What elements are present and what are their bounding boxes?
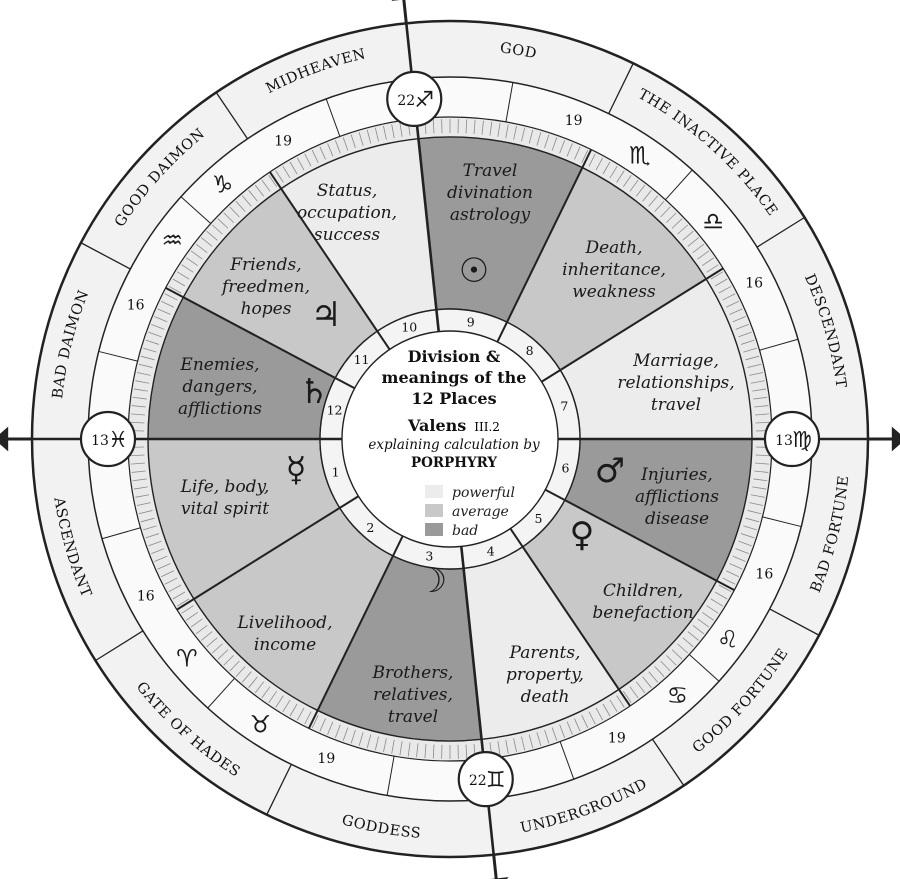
house-number-5: 5 xyxy=(534,511,542,526)
house-number-11: 11 xyxy=(354,352,370,367)
house-sectors xyxy=(32,23,868,855)
house-number-1: 1 xyxy=(332,464,340,479)
cusp-line-2 xyxy=(176,495,359,611)
axis-line-ic xyxy=(492,854,498,879)
cusp-line-12 xyxy=(165,286,356,390)
angle-sign-asc: ♓ xyxy=(108,428,128,453)
cusp-line-8 xyxy=(541,267,724,383)
cusp-line-6 xyxy=(544,488,735,592)
planet-glyph-6: ♂ xyxy=(595,451,625,491)
axis-arrow-asc xyxy=(0,426,9,452)
house-number-6: 6 xyxy=(561,460,569,475)
cusp-line-5 xyxy=(509,527,631,707)
angle-degree-asc: 13 xyxy=(91,433,109,449)
cusp-sign-12: ♒ xyxy=(162,226,184,254)
cusp-sign-11: ♑ xyxy=(212,171,234,199)
house-number-7: 7 xyxy=(560,399,568,414)
cusp-degree-5: 19 xyxy=(608,731,626,747)
cusp-degree-12: 16 xyxy=(127,297,145,313)
center-title-line1: Division & xyxy=(408,347,501,366)
cusp-degree-11: 19 xyxy=(274,133,292,149)
center-caption: Division & meanings of the 12 Places Val… xyxy=(368,347,540,539)
angle-badge-dsc xyxy=(763,410,821,468)
angle-sign-ic: ♊ xyxy=(486,768,506,793)
legend-label-average: average xyxy=(452,504,509,520)
legend-label-powerful: powerful xyxy=(452,485,515,501)
house-meaning-12: Enemies,dangers,afflictions xyxy=(178,355,262,419)
house-number-4: 4 xyxy=(487,543,495,558)
center-method: PORPHYRY xyxy=(411,455,497,471)
house-meaning-11: Friends,freedmen,hopes xyxy=(220,255,310,319)
center-subtitle: explaining calculation by xyxy=(368,437,540,453)
rim-label-9: GOD xyxy=(499,40,538,62)
cusp-degree-3: 19 xyxy=(317,751,335,767)
angle-degree-dsc: 13 xyxy=(775,433,793,449)
center-title-line2: meanings of the xyxy=(382,368,527,387)
house-meaning-8: Death,inheritance,weakness xyxy=(562,238,666,302)
house-meaning-2: Livelihood,income xyxy=(237,613,333,655)
axis-line-mc xyxy=(402,0,408,24)
cusp-sign-2: ♈ xyxy=(176,644,198,672)
cusp-degree-8: 16 xyxy=(745,276,763,292)
axis-arrow-dsc xyxy=(891,426,900,452)
cusp-sign-9: ♏ xyxy=(629,141,651,169)
house-number-2: 2 xyxy=(366,520,374,535)
cusp-sign-8: ♎ xyxy=(702,208,724,236)
cusp-sign-5: ♋ xyxy=(667,681,689,709)
center-title-line3: 12 Places xyxy=(411,389,496,408)
center-ref: III.2 xyxy=(474,420,500,434)
legend-label-bad: bad xyxy=(452,523,478,539)
angle-badge-asc xyxy=(79,410,137,468)
cusp-line-9 xyxy=(496,149,593,343)
house-number-10: 10 xyxy=(401,320,417,335)
cusp-degree-6: 16 xyxy=(755,567,773,583)
planet-glyph-1: ☿ xyxy=(286,450,307,490)
house-number-12: 12 xyxy=(327,403,343,418)
cusp-line-11 xyxy=(269,171,391,351)
center-author: Valens xyxy=(407,416,466,435)
angle-sign-mc: ♐ xyxy=(414,88,434,113)
center-author-line: Valens III.2 xyxy=(407,416,500,435)
angle-degree-mc: 22 xyxy=(397,93,415,109)
cusp-degree-9: 19 xyxy=(565,113,583,129)
axis-arrow-mc xyxy=(391,0,400,1)
cusp-sign-6: ♌ xyxy=(717,626,739,654)
angle-badge-mc xyxy=(386,70,443,127)
house-meaning-3: Brothers,relatives,travel xyxy=(372,663,454,727)
cusp-degree-2: 16 xyxy=(137,588,155,604)
planet-glyph-9: ☉ xyxy=(459,251,489,291)
hatch-ticks xyxy=(130,119,770,759)
cusp-line-3 xyxy=(307,535,404,729)
house-number-3: 3 xyxy=(425,549,433,564)
cusp-sign-3: ♉ xyxy=(249,711,271,739)
house-meaning-4: Parents,property,death xyxy=(506,643,584,707)
house-number-8: 8 xyxy=(526,343,534,358)
house-meaning-1: Life, body,vital spirit xyxy=(180,477,270,519)
angle-badge-ic xyxy=(457,751,514,808)
planet-glyph-5: ♀ xyxy=(570,515,595,555)
angle-degree-ic: 22 xyxy=(469,773,487,789)
planet-glyph-11: ♃ xyxy=(311,295,341,335)
house-meaning-5: Children,benefaction xyxy=(592,581,693,623)
legend-swatch-powerful xyxy=(425,485,443,498)
house-number-9: 9 xyxy=(467,314,475,329)
legend-swatch-bad xyxy=(425,523,443,536)
house-meaning-10: Status,occupation,success xyxy=(297,181,397,245)
house-meaning-7: Marriage,relationships,travel xyxy=(617,351,734,415)
angle-sign-dsc: ♍ xyxy=(792,428,812,453)
legend-swatch-average xyxy=(425,504,443,517)
planet-glyph-3: ☽ xyxy=(417,561,447,601)
planet-glyph-12: ♄ xyxy=(299,372,329,412)
